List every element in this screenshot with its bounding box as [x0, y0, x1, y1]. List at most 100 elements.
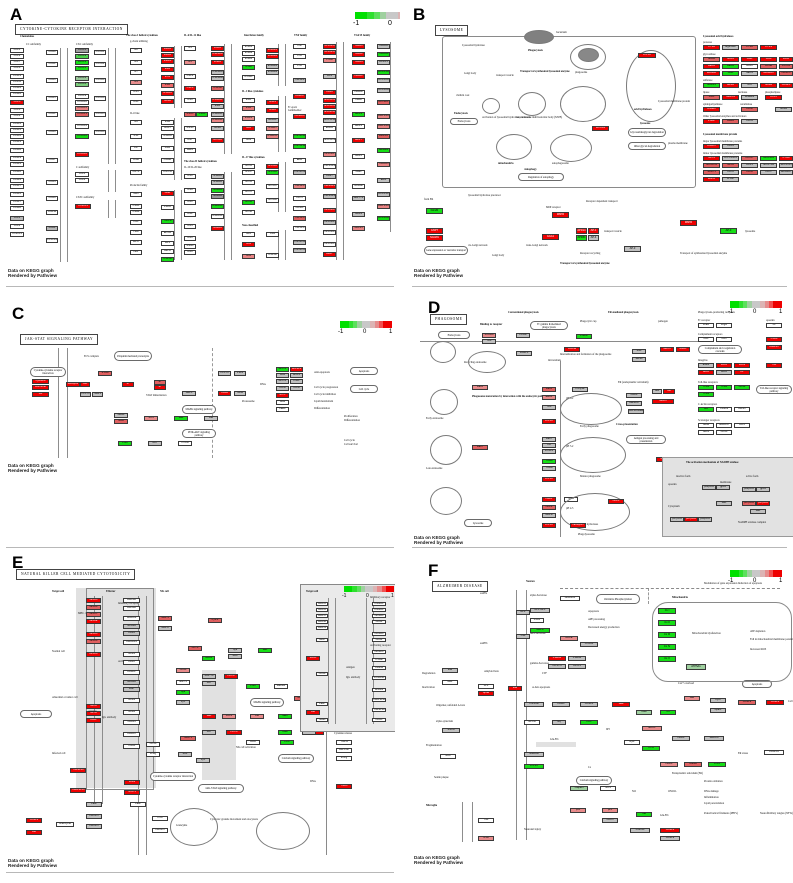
- gene-node[interactable]: IL12RB2: [211, 118, 224, 123]
- gene-node[interactable]: LIF: [130, 146, 142, 151]
- gene-node[interactable]: AP-3: [720, 228, 737, 234]
- gene-node[interactable]: SLC17A5: [779, 163, 793, 168]
- gene-node[interactable]: CytC: [710, 698, 726, 704]
- gene-node[interactable]: AP1G1: [576, 228, 587, 234]
- gene-node[interactable]: ENG: [377, 178, 390, 183]
- gene-node[interactable]: BMPR1A: [377, 204, 390, 209]
- gene-node[interactable]: GBA: [741, 57, 758, 62]
- gene-node[interactable]: NTRK4: [580, 642, 598, 648]
- gene-node[interactable]: ADAM10: [560, 596, 580, 602]
- gene-node[interactable]: ATP5A1: [686, 664, 706, 670]
- gene-node[interactable]: IL22RA1: [211, 204, 224, 209]
- gene-node[interactable]: PI3K: [118, 441, 132, 446]
- gene-node[interactable]: INHBA: [352, 74, 365, 79]
- gene-node[interactable]: NKG2: [202, 656, 215, 661]
- gene-node[interactable]: TNF-a: [336, 740, 352, 745]
- receptor-node[interactable]: CCR2: [46, 62, 58, 67]
- gene-node[interactable]: aVb3: [734, 363, 750, 368]
- gene-node[interactable]: Apaf1: [710, 708, 726, 714]
- gene-node[interactable]: IL19: [184, 188, 196, 193]
- gene-node[interactable]: NAGLU: [779, 71, 793, 76]
- gene-node[interactable]: p67phox: [742, 501, 756, 506]
- gene-node[interactable]: Rac: [202, 714, 216, 719]
- jak-stat-link-e[interactable]: JAK-STAT signaling pathway: [198, 784, 244, 793]
- gene-node[interactable]: ST: [154, 385, 166, 390]
- gene-node[interactable]: p35: [570, 808, 586, 814]
- gene-node[interactable]: Bcl-XL: [276, 379, 289, 384]
- gene-node[interactable]: IL17F: [242, 170, 255, 175]
- gene-node[interactable]: IL20RA: [211, 188, 224, 193]
- gene-node[interactable]: ATP6V: [638, 53, 656, 58]
- gene-node[interactable]: IL1A: [242, 98, 255, 103]
- gene-node[interactable]: p47phox: [756, 501, 770, 506]
- gene-node[interactable]: Cx II: [658, 620, 676, 626]
- gene-node[interactable]: IFNG: [242, 65, 255, 70]
- gene-node[interactable]: BMPR2: [377, 134, 390, 139]
- gene-node[interactable]: NCR1: [372, 718, 386, 723]
- gene-node[interactable]: PSEN1: [548, 656, 566, 662]
- gene-node[interactable]: IL17E: [242, 210, 255, 215]
- gene-node[interactable]: SAP70: [176, 680, 190, 685]
- gene-node[interactable]: CSF2RA: [211, 70, 224, 75]
- gene-node[interactable]: RyR: [624, 740, 640, 746]
- receptor-node[interactable]: CCR1: [46, 112, 58, 117]
- apoptosis-link-f[interactable]: Apoptosis: [742, 680, 772, 688]
- gene-node[interactable]: C1Rb: [766, 337, 782, 342]
- gene-node[interactable]: IL16: [242, 232, 255, 237]
- gene-node[interactable]: ACP5: [741, 163, 758, 168]
- gene-node[interactable]: GDF5: [352, 154, 365, 159]
- receptor-node[interactable]: CXCR2: [94, 62, 106, 67]
- gene-node[interactable]: PAK1: [222, 714, 236, 719]
- gene-node[interactable]: SHC: [228, 654, 242, 659]
- gene-node[interactable]: TNFRSF10B: [323, 104, 336, 109]
- gene-node[interactable]: CCL16: [10, 134, 24, 139]
- gene-node[interactable]: Syk: [176, 690, 190, 695]
- gene-node[interactable]: IL20: [184, 200, 196, 205]
- gene-node[interactable]: CXCL2: [75, 54, 89, 59]
- gene-node[interactable]: FADD: [552, 702, 570, 708]
- oxidative-phosphorylation-link[interactable]: Oxidative Phosphorylation: [596, 594, 640, 604]
- gene-node[interactable]: IL1R1: [266, 100, 279, 105]
- gene-node[interactable]: BACE: [560, 636, 578, 642]
- gene-node[interactable]: IGF2R: [426, 208, 443, 214]
- gene-node[interactable]: CD244: [372, 666, 386, 671]
- gene-node[interactable]: CX3CL1: [10, 232, 24, 237]
- gene-node[interactable]: CASP9: [738, 700, 756, 706]
- gene-node[interactable]: p22phox: [702, 485, 716, 490]
- gene-node[interactable]: GSK3B: [630, 828, 650, 834]
- gene-node[interactable]: GALNS: [703, 83, 720, 88]
- gene-node[interactable]: ST: [154, 380, 166, 385]
- gene-node[interactable]: SAP: [178, 752, 192, 757]
- gene-node[interactable]: TNFRSF10A: [323, 98, 336, 103]
- gene-node[interactable]: IL20RB: [211, 194, 224, 199]
- gene-node[interactable]: Calpain: [570, 786, 588, 792]
- gene-node[interactable]: CCL17: [10, 184, 24, 189]
- gene-node[interactable]: MANBA: [703, 71, 720, 76]
- gene-node[interactable]: PLC-2: [224, 674, 238, 679]
- gene-node[interactable]: CD94: [372, 638, 386, 643]
- gene-node[interactable]: DAP: [123, 687, 140, 692]
- gene-node[interactable]: HLA-C: [86, 612, 101, 617]
- gene-node[interactable]: SOS: [144, 416, 158, 421]
- gene-node[interactable]: ERO1: [642, 726, 662, 732]
- gene-node[interactable]: KLRD1: [372, 688, 386, 693]
- gene-node[interactable]: CXCL16: [75, 152, 89, 157]
- gene-node[interactable]: LPL: [478, 684, 494, 690]
- mapk-signaling-link-e[interactable]: MAPK signaling pathway: [250, 698, 284, 707]
- gene-node[interactable]: CSF2RB: [211, 76, 224, 81]
- gene-node[interactable]: IL26: [184, 236, 196, 241]
- gene-node[interactable]: TNFRSF1B: [323, 50, 336, 55]
- gene-node[interactable]: CEBP: [276, 407, 289, 412]
- gene-node[interactable]: CCL11: [10, 80, 24, 85]
- gene-node[interactable]: IL15RA: [161, 91, 174, 96]
- gene-node[interactable]: Bcl2: [276, 373, 289, 378]
- endocytosis-link[interactable]: Endocytosis: [450, 118, 478, 125]
- gene-node[interactable]: Raf: [204, 416, 218, 421]
- gene-node[interactable]: CR3: [716, 337, 732, 342]
- gene-node[interactable]: MCL1: [290, 373, 303, 378]
- gene-node[interactable]: CCL14: [10, 122, 24, 127]
- receptor-node[interactable]: CCR4: [46, 180, 58, 185]
- gene-node[interactable]: GPCR: [524, 720, 540, 726]
- gene-node[interactable]: SCARA: [482, 333, 496, 338]
- gene-node[interactable]: LEP: [130, 250, 142, 255]
